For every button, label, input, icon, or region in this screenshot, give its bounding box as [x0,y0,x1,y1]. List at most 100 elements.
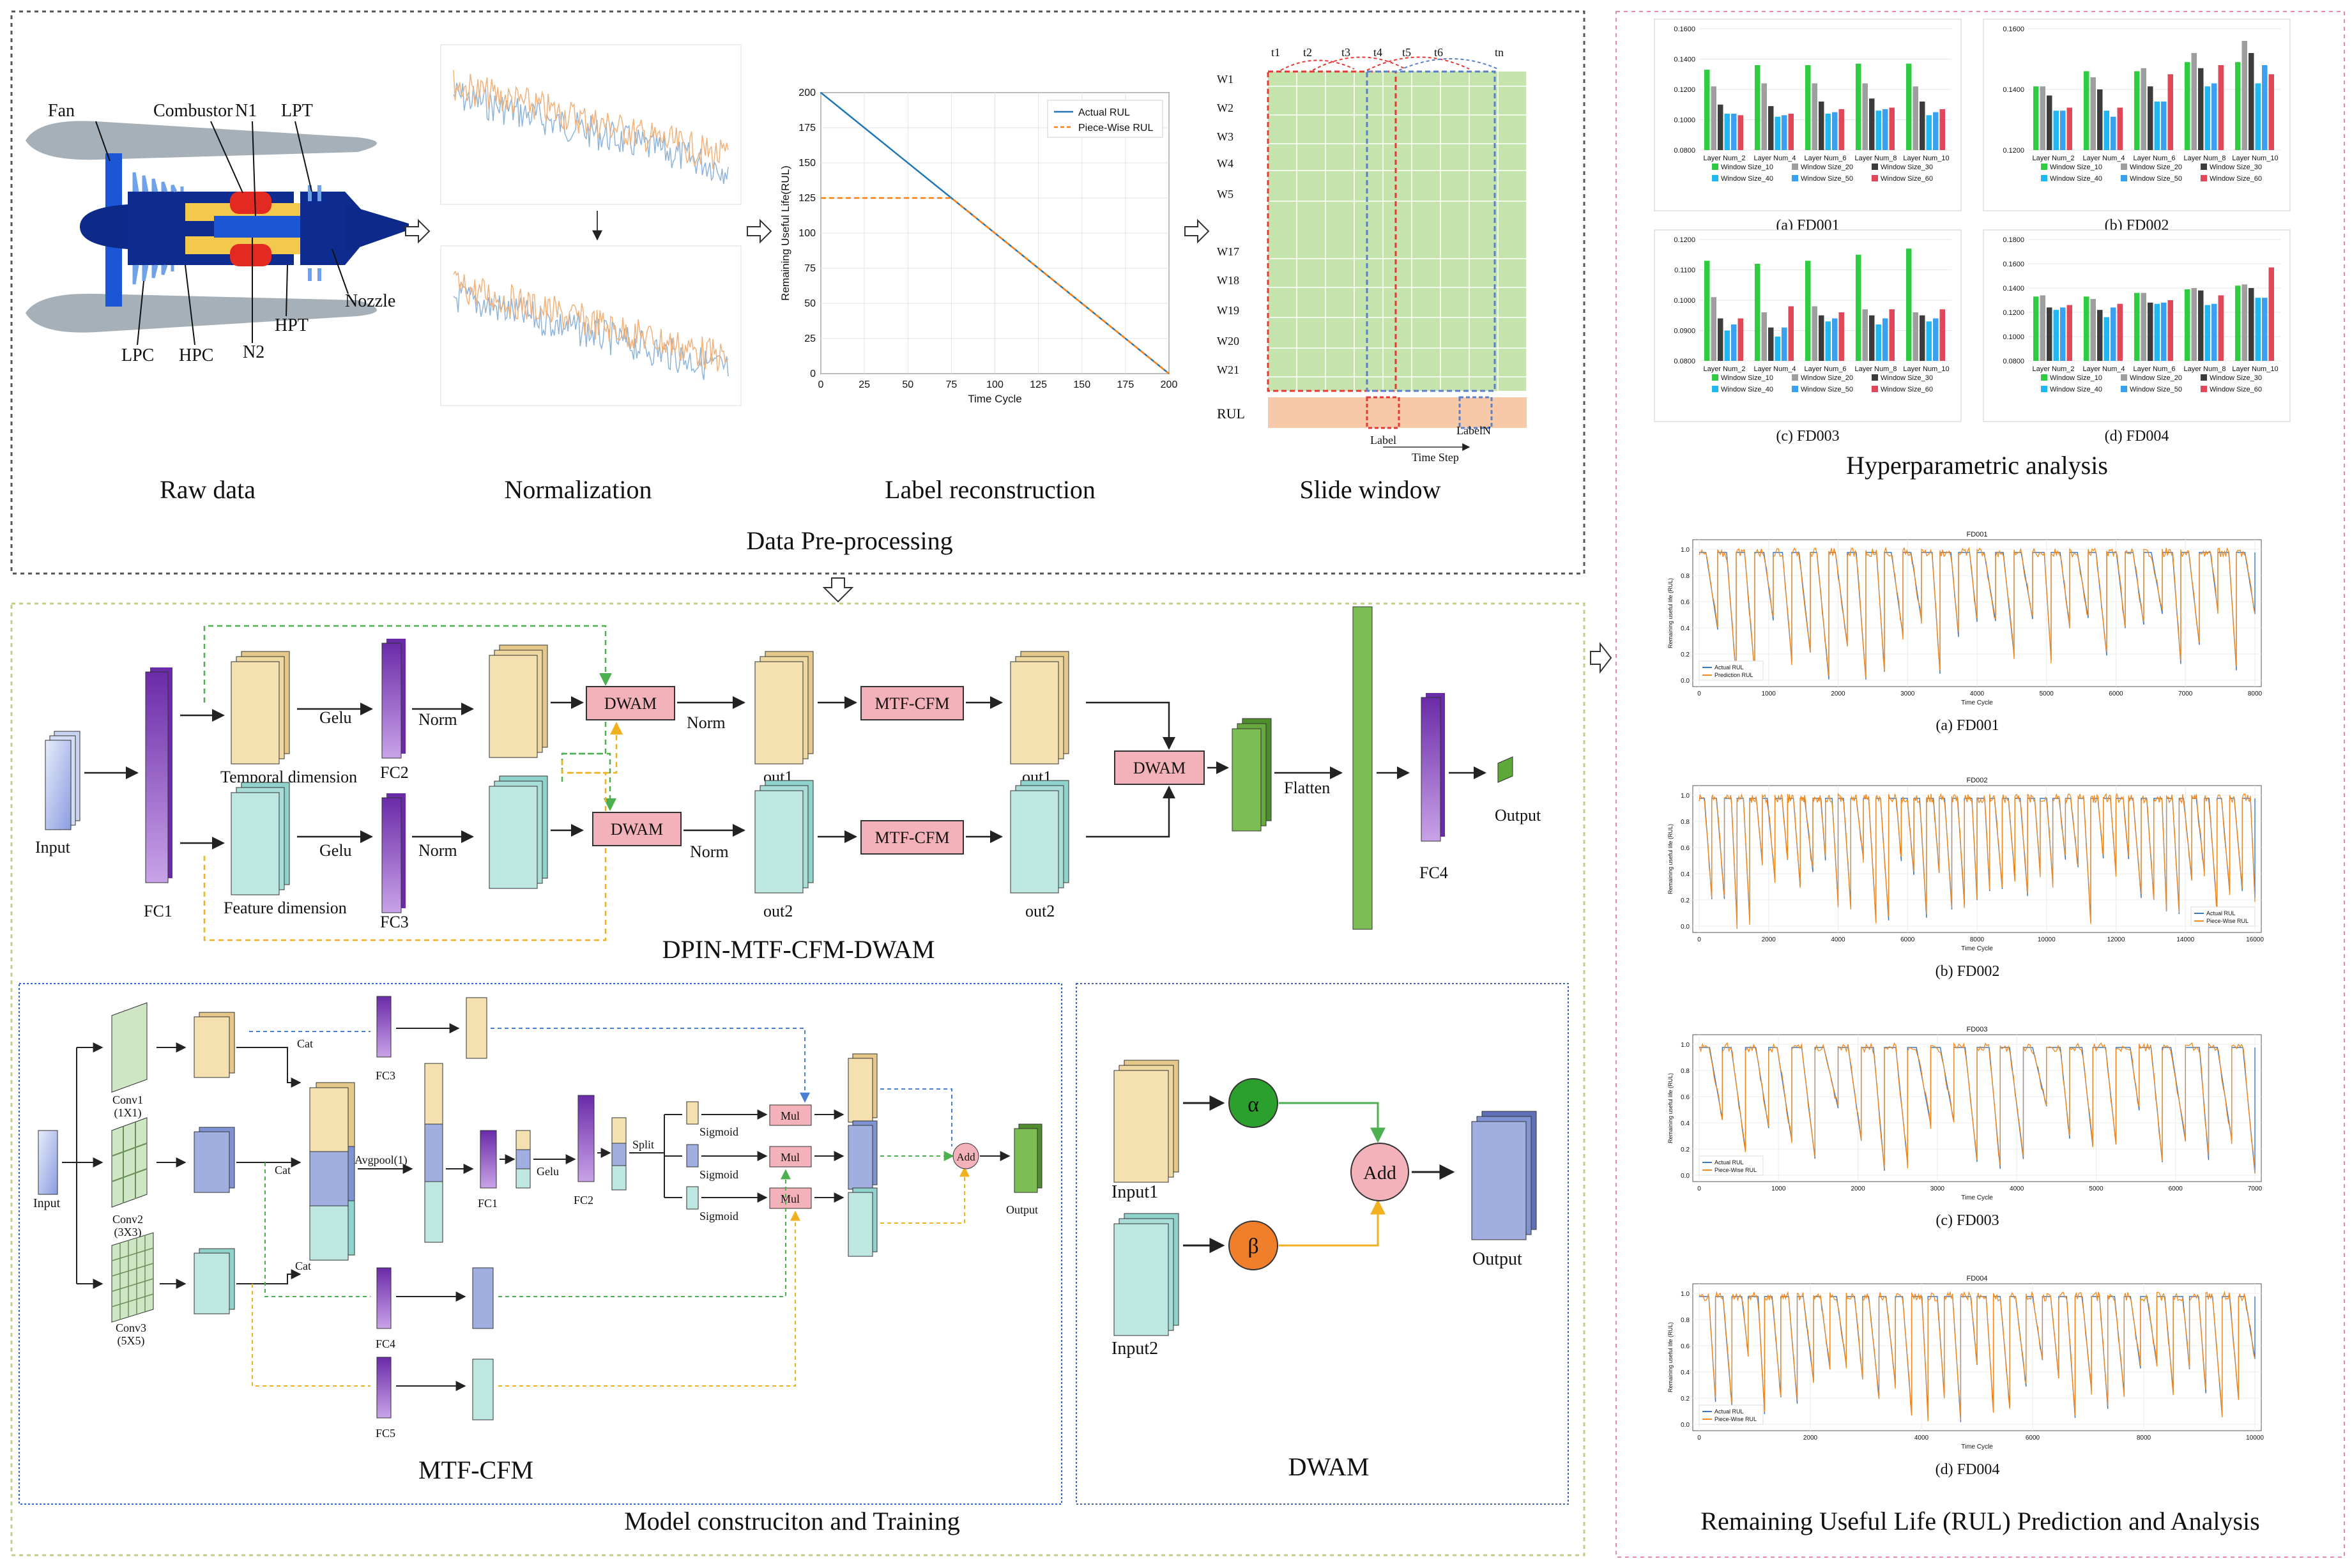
bar [1704,261,1710,361]
engine-label-lpt: LPT [281,101,313,121]
cat-label-1: Cat [297,1037,313,1050]
bar-ytick-label: 0.0800 [1674,147,1695,155]
dwam-add-label: Add [1363,1162,1396,1184]
slide-row-label: W20 [1217,335,1239,347]
rul-ytick-label: 0 [810,369,816,379]
bar [1711,297,1716,361]
arrow-hollow-1 [405,218,431,244]
normalization-series-line [453,82,729,185]
slide-row-label: W4 [1217,157,1233,170]
bar-ytick-label: 0.1100 [1674,267,1695,275]
bar [2167,300,2173,361]
rul-xtick-label: 50 [902,379,913,390]
engine-label-combustor: Combustor [153,101,233,121]
bar [2134,71,2140,150]
dwam-add-node [1350,1143,1409,1201]
input-block [45,731,80,830]
bar-legend-label: Window Size_50 [2130,175,2182,183]
slide-time-label: tn [1495,46,1504,59]
rul-ylabel: Remaining Useful Life(RUL) [779,165,791,301]
mtf-bottom [860,820,964,855]
mtf-cfm-panel: Input Conv1 (1X1) Conv2 (3X3) Conv3 (5X5… [19,983,1062,1505]
bar [1862,309,1868,361]
bar [2185,62,2190,150]
bar-category-label: Layer Num_2 [2032,155,2074,162]
bar [1825,321,1831,361]
conv3-kernel: (5X5) [118,1334,145,1348]
rul-predicted-line [1699,1042,2256,1174]
bar [1718,318,1723,361]
bar [2235,285,2241,361]
bar-ytick-label: 0.1800 [2003,236,2024,244]
fc3-label: FC3 [380,913,409,931]
bar [1882,109,1888,150]
rul-pred-xtick: 4000 [1970,690,1985,697]
bar-legend-swatch [1712,164,1718,170]
bar [1768,327,1774,361]
bar-legend-label: Window Size_40 [1721,175,1773,183]
avgpool-label: Avgpool(1) [355,1153,408,1167]
bar-legend-label: Window Size_40 [1721,386,1773,393]
bar-legend-label: Window Size_30 [2210,164,2262,171]
fc3-block [381,793,406,913]
bar [2167,74,2173,150]
rul-pred-ytick: 0.6 [1681,1094,1690,1101]
conv1-label: Conv1 [112,1093,143,1106]
bar [1832,112,1838,150]
rul-pred-xtick: 2000 [1831,690,1845,697]
alpha-label: α [1248,1093,1259,1116]
rul-ytick-label: 200 [798,88,816,98]
arrow-hollow-3 [1184,218,1210,244]
dwam-input2-block [1113,1213,1179,1336]
bar [2117,107,2123,150]
rul-predicted-line [1699,546,2256,680]
bar [1761,83,1767,150]
bar-legend-label: Window Size_20 [1801,374,1853,382]
engine-label-fan: Fan [48,101,75,121]
bar-category-label: Layer Num_10 [1903,365,1949,373]
hyper-title: Hyperparametric analysis [1846,451,2108,480]
bar [1869,315,1875,361]
rul-pred-ylabel: Remaining useful life (RUL) [1667,578,1674,648]
bar-legend-swatch [2201,374,2207,381]
dwam-merge [1114,750,1205,785]
mtf-output-block [1014,1123,1042,1193]
mul-1 [769,1104,812,1126]
bar [2141,68,2146,150]
conv3-block [111,1232,154,1323]
bar [2218,295,2224,361]
bar [2033,296,2039,361]
bar [2060,307,2066,361]
bar-ytick-label: 0.1000 [1674,297,1695,305]
arrow-hollow-2 [747,218,772,244]
mul-1-label: Mul [781,1109,800,1122]
bar [2141,293,2146,361]
sigmoid-3: Sigmoid [699,1210,738,1222]
rul-pred-ytick: 0.4 [1681,1120,1690,1127]
mul-2-label: Mul [781,1151,800,1164]
bar [2255,83,2261,150]
rul-pred-caption: (a) FD001 [1936,717,1999,734]
input-label: Input [35,838,71,856]
rul-pred-xtick: 6000 [2026,1435,2040,1442]
rul-pred-xlabel: Time Cycle [1961,699,1993,706]
bar [2211,83,2217,150]
rul-pred-legend-box [1699,1404,1764,1425]
bar-ytick-label: 0.1400 [2003,285,2024,293]
bar-ytick-label: 0.1200 [2003,309,2024,317]
norm-dwam-bottom: Norm [690,842,729,861]
bar-legend-label: Window Size_30 [1881,374,1933,382]
bar-legend-swatch [2041,386,2047,392]
conv2-out [194,1127,235,1193]
rul-pred-legend-label: Prediction RUL [1714,672,1753,678]
rul-pred-ytick: 0.0 [1681,1422,1690,1429]
rul-pred-ytick: 0.0 [1681,678,1690,685]
bar [2154,102,2160,150]
rul-pred-xtick: 1000 [1771,1185,1786,1192]
rul-ytick-label: 125 [798,193,816,204]
rul-pred-xtick: 0 [1697,936,1701,943]
rul-pred-legend-label: Piece-Wise RUL [1714,1416,1757,1422]
